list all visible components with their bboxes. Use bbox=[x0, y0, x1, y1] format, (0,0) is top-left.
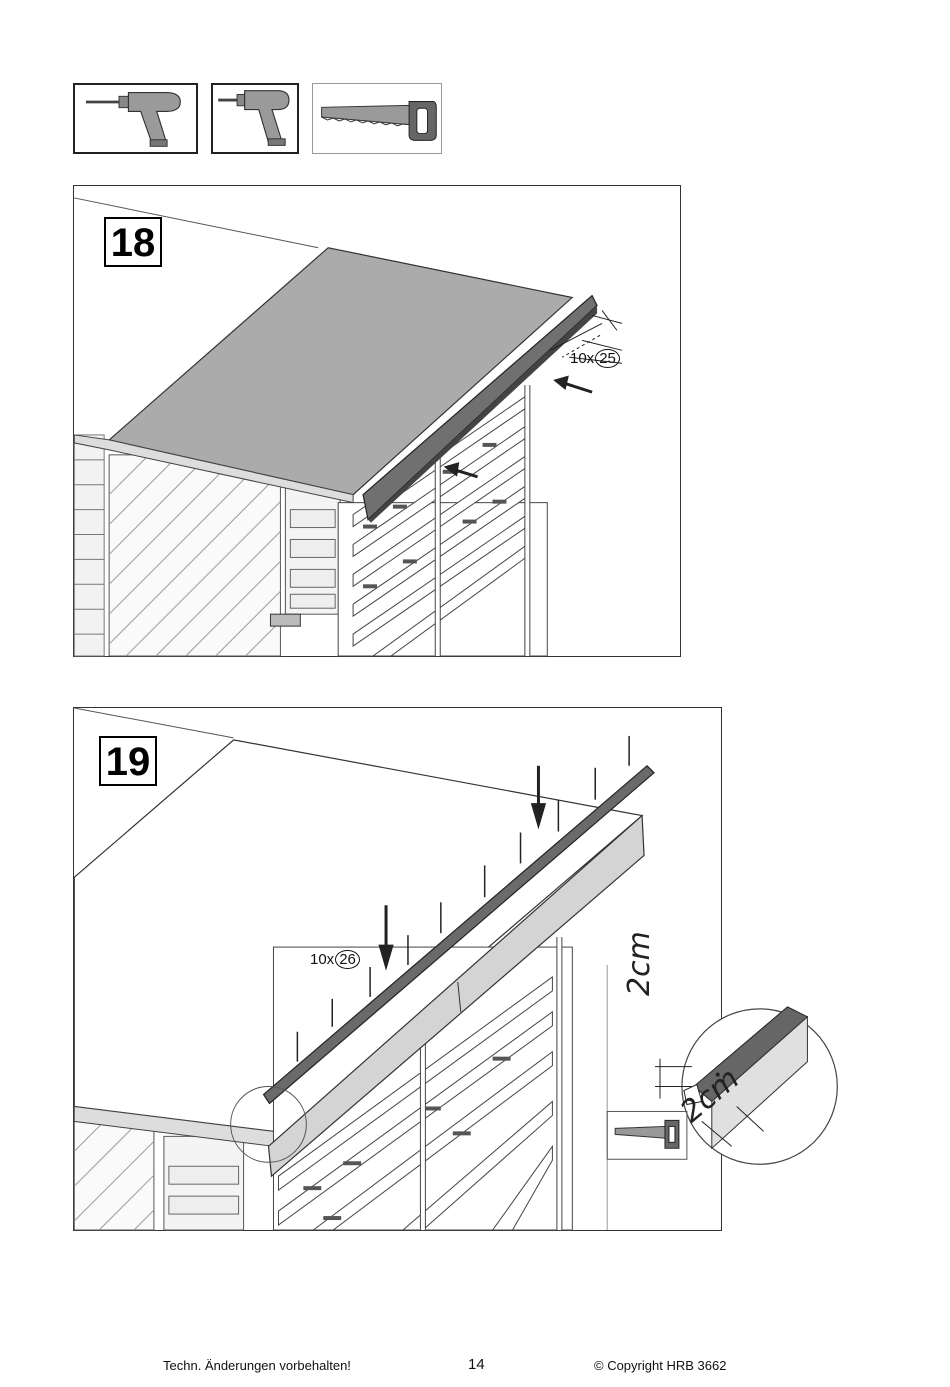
drill-icon bbox=[85, 91, 181, 147]
footer-copyright: © Copyright HRB 3662 bbox=[594, 1358, 727, 1373]
tool-box-drill-1 bbox=[73, 83, 198, 154]
drill-icon bbox=[218, 90, 290, 146]
part-quantity: 10x bbox=[310, 951, 335, 968]
dimension-vertical: 2cm bbox=[622, 931, 657, 996]
page-number: 14 bbox=[468, 1356, 485, 1373]
footer-disclaimer: Techn. Änderungen vorbehalten! bbox=[163, 1358, 351, 1373]
part-number: 26 bbox=[335, 950, 360, 969]
part-number: 25 bbox=[595, 349, 620, 368]
saw-icon bbox=[614, 1119, 680, 1149]
saw-icon bbox=[321, 101, 437, 141]
step-number: 18 bbox=[104, 217, 162, 267]
step-18-illustration bbox=[73, 197, 623, 657]
part-quantity: 10x bbox=[570, 350, 595, 367]
step-19-illustration bbox=[73, 707, 838, 1231]
tool-box-saw bbox=[312, 83, 442, 154]
tool-box-drill-2 bbox=[211, 83, 299, 154]
step-number: 19 bbox=[99, 736, 157, 786]
